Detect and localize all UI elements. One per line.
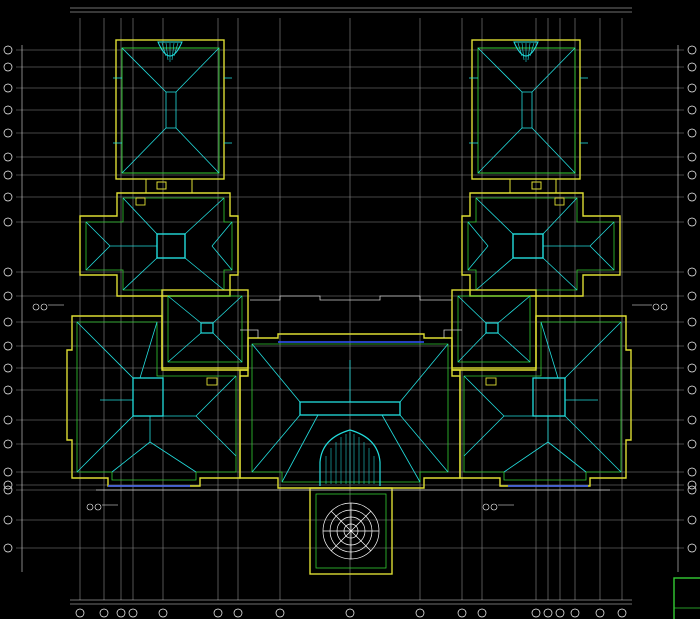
axis-bubble-bottom <box>233 608 243 618</box>
axis-bubble-side <box>687 317 697 327</box>
axis-bubble-bottom <box>543 608 553 618</box>
axis-bubble-bottom <box>75 608 85 618</box>
axis-bubble-side <box>687 291 697 301</box>
axis-bubble-side <box>3 385 13 395</box>
axis-bubble-bottom <box>116 608 126 618</box>
axis-bubble-side <box>687 217 697 227</box>
title-block <box>673 577 700 619</box>
axis-bubble-side <box>687 415 697 425</box>
axis-bubble-side <box>687 385 697 395</box>
axis-bubble-side <box>687 467 697 477</box>
axis-bubble-side <box>687 480 697 490</box>
axis-bubble-bottom <box>570 608 580 618</box>
axis-bubble-side <box>687 485 697 495</box>
entrance-porch <box>309 487 393 575</box>
central-hall-roof <box>239 333 461 489</box>
axis-bubble-bottom <box>477 608 487 618</box>
axis-bubble-side <box>687 45 697 55</box>
axis-bubble-side <box>3 45 13 55</box>
axis-bubble-bottom <box>345 608 355 618</box>
axis-bubble-side <box>3 128 13 138</box>
axis-bubble-side <box>3 192 13 202</box>
axis-bubble-side <box>3 152 13 162</box>
axis-bubble-bottom <box>158 608 168 618</box>
axis-bubble-side <box>3 317 13 327</box>
axis-bubble-side <box>687 341 697 351</box>
axis-bubble-side <box>687 128 697 138</box>
axis-bubble-side <box>3 363 13 373</box>
axis-bubble-side <box>687 62 697 72</box>
axis-bubble-side <box>3 105 13 115</box>
axis-bubble-side <box>3 480 13 490</box>
axis-bubble-bottom <box>555 608 565 618</box>
axis-grid-lines <box>16 18 684 600</box>
axis-bubble-side <box>687 152 697 162</box>
axis-bubble-bottom <box>457 608 467 618</box>
axis-bubble-side <box>687 192 697 202</box>
axis-bubble-bottom <box>595 608 605 618</box>
east-cross-roof <box>461 192 621 297</box>
axis-bubble-side <box>3 543 13 553</box>
axis-bubble-side <box>3 515 13 525</box>
axis-bubble-side <box>687 439 697 449</box>
axis-bubble-side <box>3 439 13 449</box>
axis-bubble-side <box>687 543 697 553</box>
south-east-main-roof <box>451 315 632 487</box>
axis-bubble-bottom <box>99 608 109 618</box>
axis-bubble-side <box>687 515 697 525</box>
axis-bubble-bottom <box>128 608 138 618</box>
axis-bubble-side <box>3 83 13 93</box>
central-upper-outline <box>240 295 462 338</box>
axis-bubble-side <box>3 415 13 425</box>
axis-bubble-side <box>687 363 697 373</box>
axis-bubble-side <box>3 291 13 301</box>
axis-bubble-side <box>3 62 13 72</box>
axis-bubble-side <box>3 217 13 227</box>
axis-bubble-bottom <box>275 608 285 618</box>
axis-bubble-side <box>3 170 13 180</box>
axis-bubble-side <box>687 105 697 115</box>
south-west-main-roof <box>66 315 249 487</box>
west-pavilion-roof <box>161 289 249 369</box>
annotations <box>32 303 668 511</box>
axis-bubble-side <box>687 267 697 277</box>
dimension-lines <box>21 7 679 605</box>
axis-bubble-bottom <box>617 608 627 618</box>
axis-bubble-side <box>3 341 13 351</box>
axis-bubble-side <box>3 467 13 477</box>
axis-bubble-side <box>687 83 697 93</box>
axis-bubble-side <box>3 485 13 495</box>
axis-bubble-side <box>3 267 13 277</box>
axis-bubble-bottom <box>415 608 425 618</box>
axis-bubble-bottom <box>213 608 223 618</box>
axis-bubble-bottom <box>531 608 541 618</box>
axis-bubble-side <box>687 170 697 180</box>
axis-bubbles <box>3 45 697 618</box>
